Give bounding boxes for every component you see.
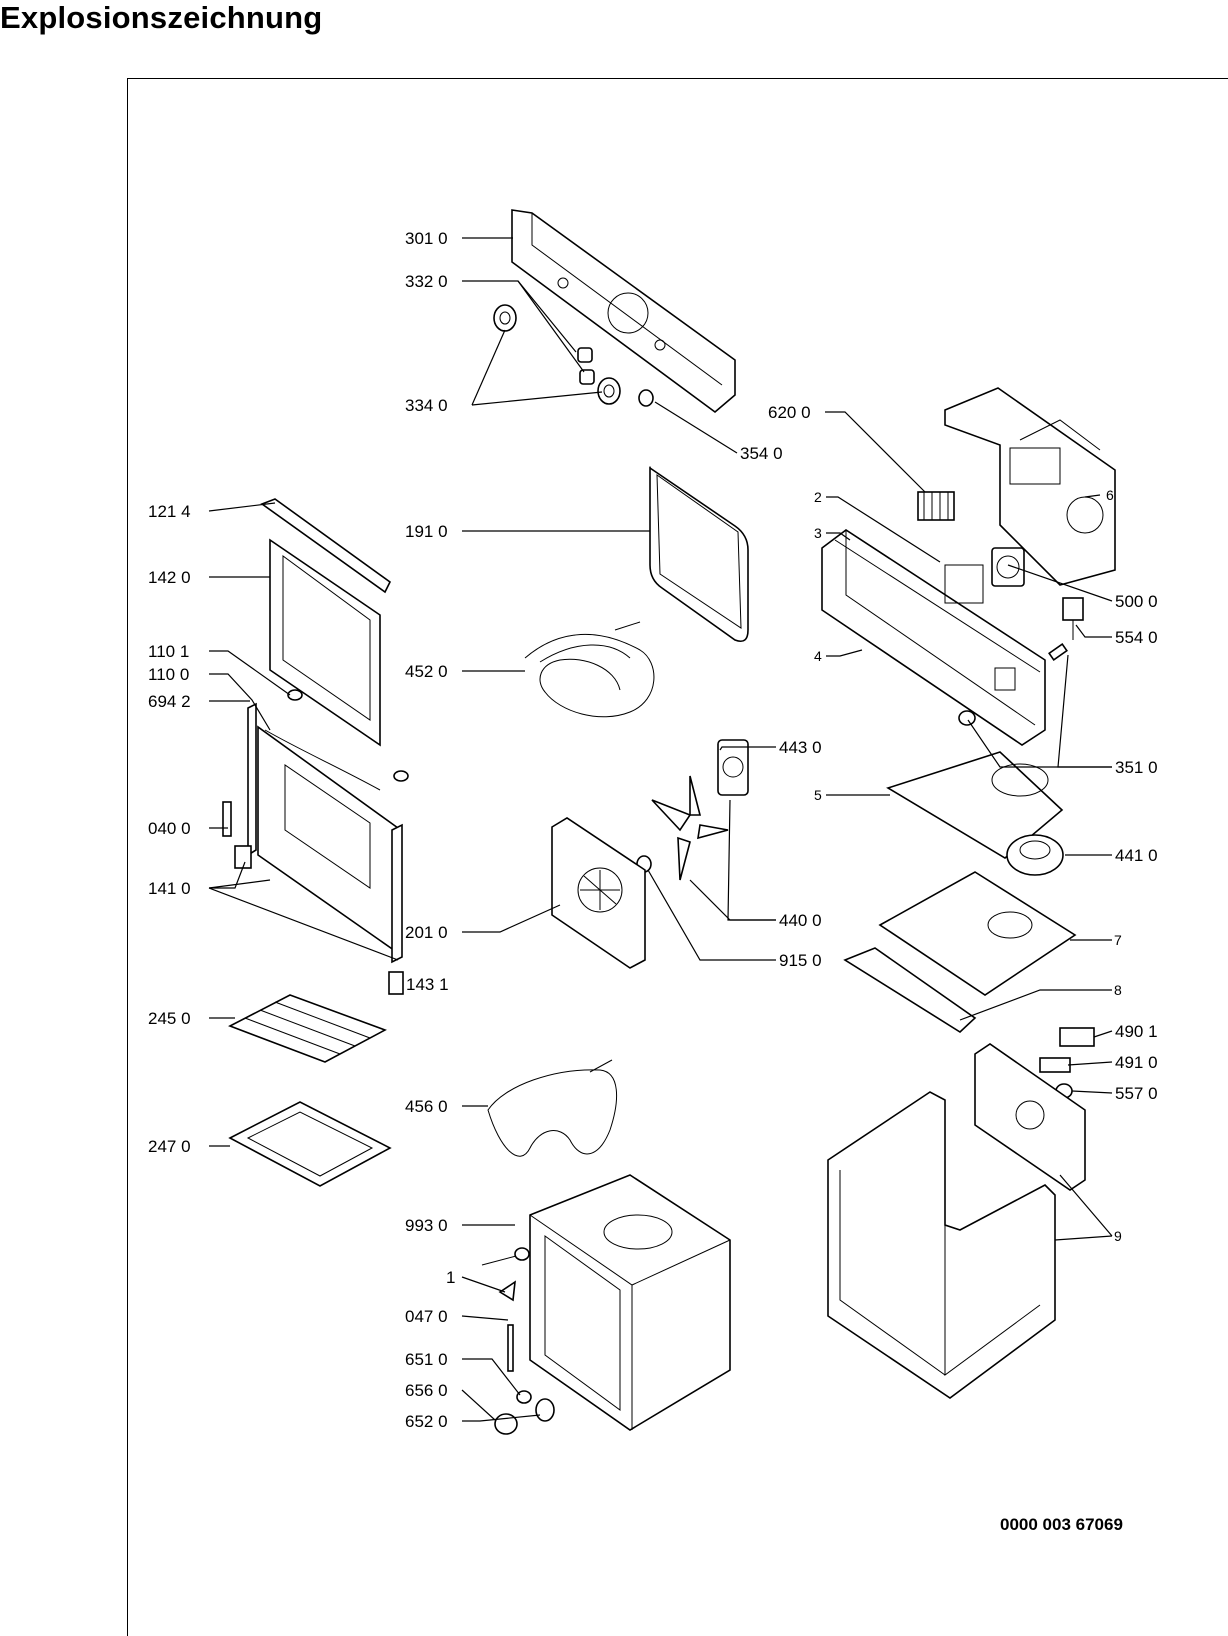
air-guide-front-part	[843, 947, 977, 1034]
drawing-frame	[127, 78, 1228, 1636]
label-8: 8	[1114, 982, 1122, 998]
convection-fan-motor-part	[717, 739, 749, 796]
inner-door-frame-part	[257, 725, 404, 995]
label-245-0: 245 0	[148, 1009, 191, 1028]
label-652-0: 652 0	[405, 1412, 448, 1431]
oven-lamp-parts	[481, 1247, 555, 1435]
label-993-0: 993 0	[405, 1216, 448, 1235]
label-620-0: 620 0	[768, 403, 811, 422]
door-side-profile-part	[222, 702, 257, 869]
label-143-1: 143 1	[406, 975, 449, 994]
thermal-fuse-part	[958, 643, 1068, 726]
label-554-0: 554 0	[1115, 628, 1158, 647]
label-651-0: 651 0	[405, 1350, 448, 1369]
label-915-0: 915 0	[779, 951, 822, 970]
control-panel-part	[511, 209, 736, 414]
baking-tray-part	[228, 1101, 392, 1187]
label-656-0: 656 0	[405, 1381, 448, 1400]
label-500-0: 500 0	[1115, 592, 1158, 611]
label-334-0: 334 0	[405, 396, 448, 415]
label-110-0: 110 0	[148, 665, 189, 684]
label-2: 2	[814, 489, 822, 505]
cooling-fan-motor-part	[991, 547, 1025, 587]
label-040-0: 040 0	[148, 819, 191, 838]
label-191-0: 191 0	[405, 522, 448, 541]
wire-shelf-part	[228, 994, 387, 1063]
control-knobs-part	[493, 304, 654, 407]
label-443-0: 443 0	[779, 738, 822, 757]
rear-cover-part	[944, 387, 1116, 586]
oven-housing-part	[827, 1043, 1086, 1399]
label-047-0: 047 0	[405, 1307, 448, 1326]
label-5: 5	[814, 787, 822, 803]
knob-shafts-part	[577, 347, 595, 385]
label-491-0: 491 0	[1115, 1053, 1158, 1072]
label-4: 4	[814, 648, 822, 664]
label-694-2: 694 2	[148, 692, 191, 711]
door-hinge-hook-part	[264, 689, 409, 791]
outer-door-glass-part	[269, 538, 381, 747]
label-440-0: 440 0	[779, 911, 822, 930]
tangential-fan-part	[1006, 834, 1064, 876]
label-557-0: 557 0	[1115, 1084, 1158, 1103]
label-1: 1	[446, 1268, 455, 1287]
label-441-0: 441 0	[1115, 846, 1158, 865]
label-110-1: 110 1	[148, 642, 189, 661]
label-142-0: 142 0	[148, 568, 191, 587]
leader-lines	[208, 237, 1113, 1422]
label-351-0: 351 0	[1115, 758, 1158, 777]
label-6: 6	[1106, 487, 1114, 503]
part-labels: 301 0 332 0 334 0 354 0 620 0 6 2 3 4 50…	[148, 229, 1158, 1431]
cooling-duct-part	[886, 751, 1064, 859]
label-3: 3	[814, 525, 822, 541]
upper-frame-part	[821, 529, 1046, 746]
label-9: 9	[1114, 1228, 1122, 1244]
label-201-0: 201 0	[405, 923, 448, 942]
air-guide-plate-part	[878, 871, 1077, 996]
label-452-0: 452 0	[405, 662, 448, 681]
convection-fan-blade-part	[636, 775, 729, 881]
label-301-0: 301 0	[405, 229, 448, 248]
terminal-block-part	[917, 491, 955, 521]
label-332-0: 332 0	[405, 272, 448, 291]
top-heating-element-part	[524, 621, 655, 718]
label-456-0: 456 0	[405, 1097, 448, 1116]
oven-door-seal-part	[649, 466, 749, 643]
label-354-0: 354 0	[740, 444, 783, 463]
door-top-profile-part	[260, 498, 392, 594]
label-121-4: 121 4	[148, 502, 191, 521]
page-title: Explosionszeichnung	[0, 0, 323, 35]
label-141-0: 141 0	[148, 879, 191, 898]
thermostat-part	[1062, 597, 1084, 640]
oven-cavity-part	[529, 1174, 731, 1431]
label-7: 7	[1114, 932, 1122, 948]
fan-cover-rear-panel-part	[551, 817, 646, 969]
bottom-heating-element-part	[487, 1059, 618, 1157]
label-490-1: 490 1	[1115, 1022, 1158, 1041]
label-247-0: 247 0	[148, 1137, 191, 1156]
document-number: 0000 003 67069	[1000, 1515, 1123, 1534]
